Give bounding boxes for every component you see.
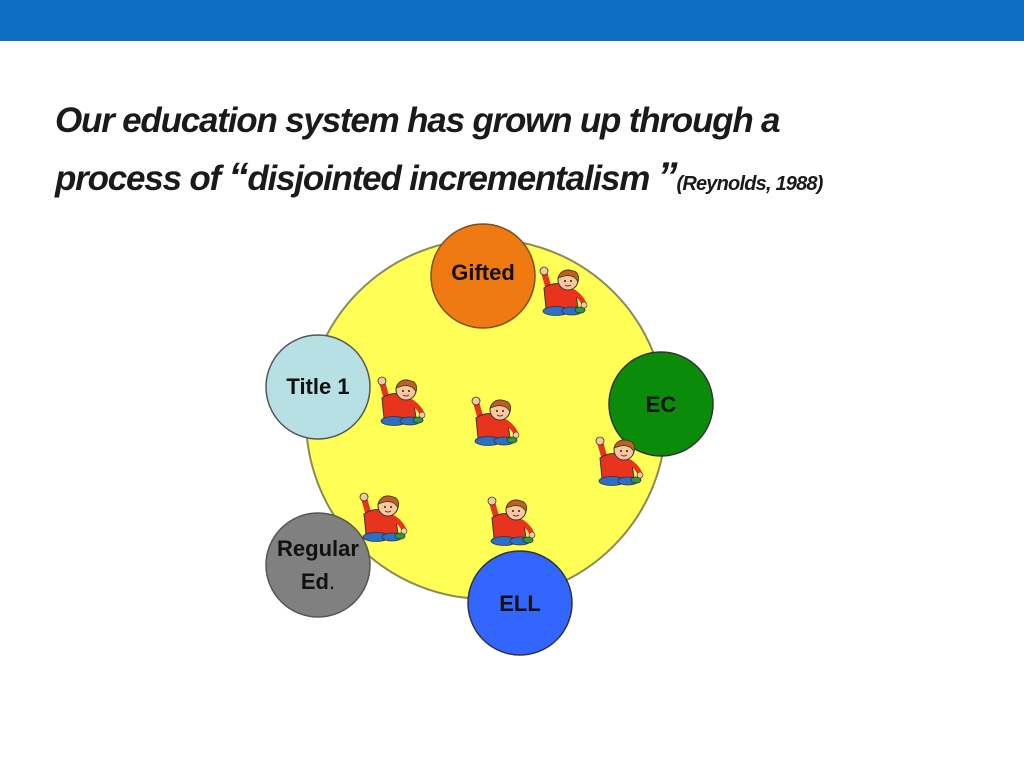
node-ell-label: ELL bbox=[499, 591, 541, 616]
node-ec: EC bbox=[608, 351, 714, 457]
node-ec-label: EC bbox=[646, 392, 677, 417]
title-quoted-phrase: disjointed incrementalism bbox=[247, 159, 658, 198]
header-bar bbox=[0, 0, 1024, 41]
slide-title: Our education system has grown up throug… bbox=[55, 93, 955, 212]
title-line-2-prefix: process of bbox=[55, 159, 229, 198]
title-line-1: Our education system has grown up throug… bbox=[55, 101, 781, 140]
node-regular-ed-label-line1: Regular bbox=[277, 536, 359, 561]
node-gifted-label: Gifted bbox=[451, 260, 515, 285]
node-regular-ed-label-line2: Ed. bbox=[301, 569, 335, 594]
citation: (Reynolds, 1988) bbox=[676, 173, 823, 195]
node-gifted: Gifted bbox=[430, 223, 536, 329]
open-quote: “ bbox=[228, 155, 249, 199]
node-title1-label: Title 1 bbox=[286, 374, 349, 399]
node-regular-ed: Regular Ed. bbox=[265, 512, 371, 618]
close-quote: ” bbox=[657, 155, 678, 199]
node-ell: ELL bbox=[467, 550, 573, 656]
node-title1: Title 1 bbox=[265, 334, 371, 440]
